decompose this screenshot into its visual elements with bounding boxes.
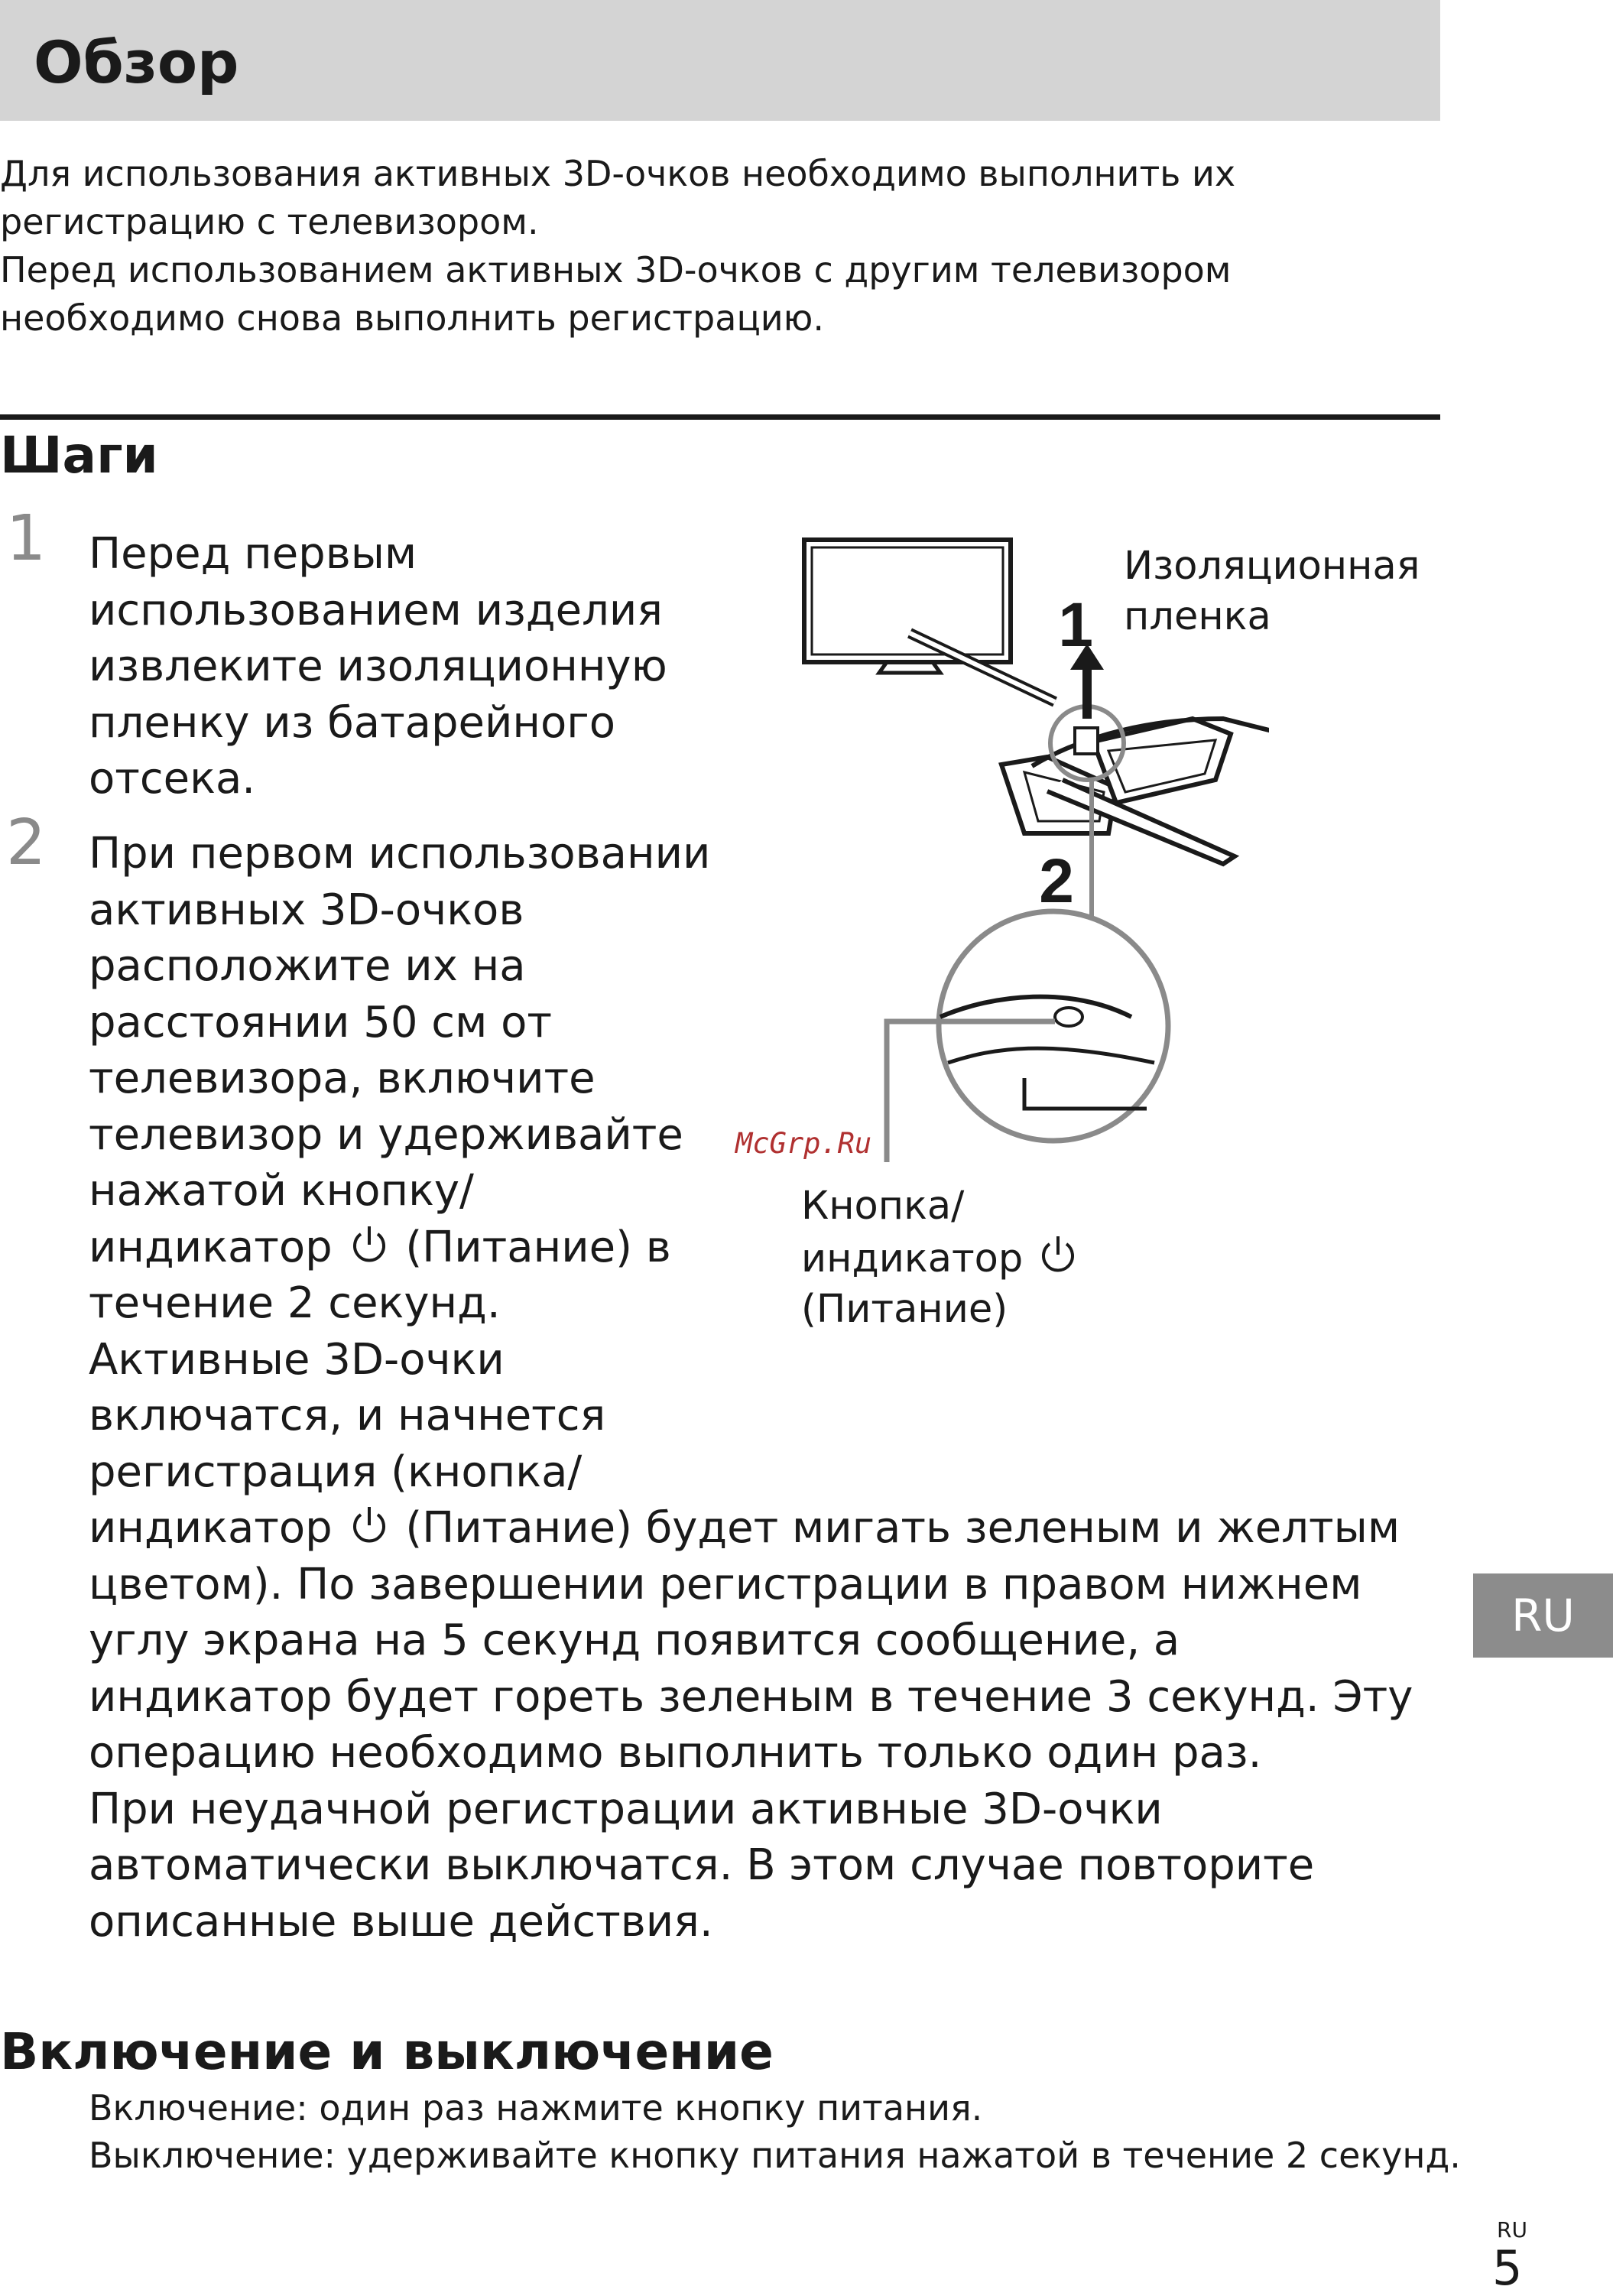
step-line: нажатой кнопку/ [89,1166,474,1216]
power-icon [352,1507,385,1543]
page-lang-code: RU [1497,2217,1527,2242]
tv-icon [802,537,1013,675]
language-tab: RU [1473,1573,1613,1658]
header-band [0,0,1440,121]
step-line: использованием изделия [89,585,663,635]
glasses-illustration: 1 2 [802,537,1269,1162]
power-icon [1042,1236,1075,1272]
step-number-1: 1 [6,502,47,575]
step-line: телевизора, включите [89,1054,596,1103]
intro-line: необходимо снова выполнить регистрацию. [0,297,824,339]
onoff-heading: Включение и выключение [0,2022,774,2081]
step-line: При первом использовании [89,829,711,878]
step-line: пленку из батарейного [89,697,615,748]
step-line: течение 2 секунд. [89,1278,501,1328]
steps-heading: Шаги [0,426,158,485]
step-line: включатся, и начнется [89,1391,606,1440]
step-line: углу экрана на 5 секунд появится сообщен… [89,1616,1180,1665]
step-line: автоматически выключатся. В этом случае … [89,1840,1315,1890]
step-line: активных 3D-очков [89,885,524,935]
power-icon [352,1226,385,1262]
callout-button: Кнопка/ индикатор (Питание) [801,1181,1081,1335]
step-2-text: При первом использовании активных 3D-очк… [89,826,1413,1950]
svg-text:2: 2 [1039,846,1074,916]
page-number: 5 [1492,2240,1523,2296]
step-line: цветом). По завершении регистрации в пра… [89,1559,1362,1609]
step-line: телевизор и удерживайте [89,1109,683,1160]
watermark: McGrp.Ru [735,1127,872,1160]
step-line: регистрация (кнопка/ [89,1447,583,1497]
callout-film: Изоляционная пленка [1124,544,1420,639]
step-1-text: Перед первым использованием изделия извл… [89,526,667,807]
svg-text:1: 1 [1058,590,1093,660]
onoff-line: Выключение: удерживайте кнопку питания н… [89,2135,1461,2176]
step-number-2: 2 [6,807,47,879]
step-line: извлеките изоляционную [89,641,667,691]
step-line: Перед первым [89,529,417,579]
glasses-icon [998,716,1269,867]
page-title: Обзор [34,28,239,96]
step-line: расположите их на [89,941,526,991]
intro-line: Перед использованием активных 3D-очков с… [0,249,1232,291]
step-line: расстоянии 50 см от [89,997,552,1047]
onoff-line: Включение: один раз нажмите кнопку питан… [89,2087,983,2129]
intro-paragraph: Для использования активных 3D-очков необ… [0,150,1437,343]
step-line: операцию необходимо выполнить только оди… [89,1728,1262,1778]
step-line: При неудачной регистрации активные 3D-оч… [89,1784,1163,1834]
step-line: индикатор (Питание) будет мигать зеленым… [89,1503,1400,1553]
intro-line: регистрацию с телевизором. [0,201,539,242]
step-line: индикатор (Питание) в [89,1222,671,1272]
section-divider [0,414,1440,420]
step-line: отсека. [89,754,256,804]
step-line: описанные выше действия. [89,1896,713,1947]
onoff-text: Включение: один раз нажмите кнопку питан… [89,2084,1461,2179]
step-line: индикатор будет гореть зеленым в течение… [89,1671,1413,1722]
intro-line: Для использования активных 3D-очков необ… [0,153,1236,194]
step-line: Активные 3D-очки [89,1334,505,1385]
